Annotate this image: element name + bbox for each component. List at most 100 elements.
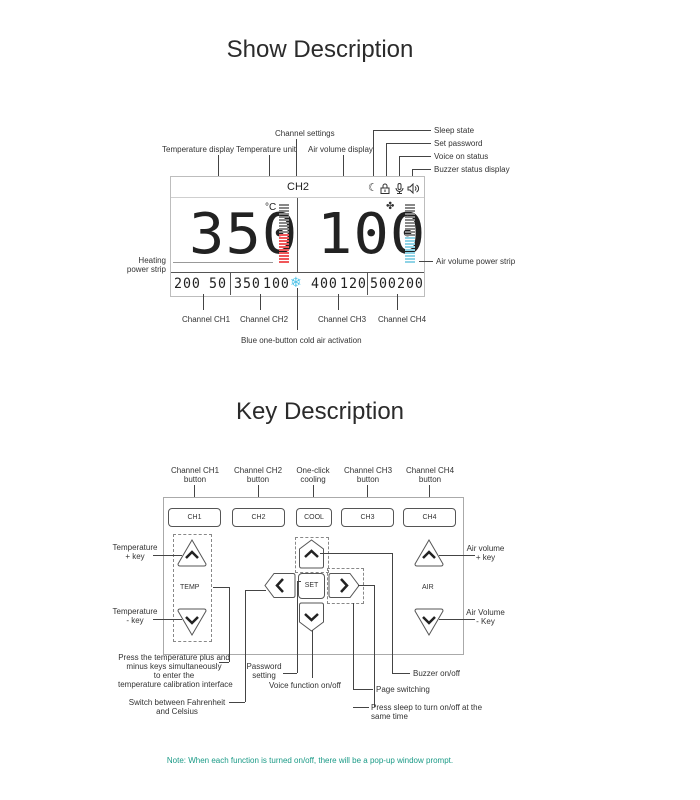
ch2-temp: 350 [234, 276, 261, 292]
leader-line [219, 662, 229, 663]
leader-line [358, 585, 374, 586]
label-set-password: Set password [434, 139, 483, 148]
note-text: Note: When each function is turned on/of… [166, 756, 454, 765]
sleep-icon: ☾ [368, 182, 378, 194]
leader-line [419, 261, 433, 262]
right-key[interactable] [328, 572, 360, 599]
leader-line [439, 619, 475, 620]
leader-line [229, 702, 245, 703]
leader-line [412, 169, 431, 170]
label-channel-settings: Channel settings [275, 129, 335, 138]
leader-line [399, 156, 400, 180]
leader-line [203, 294, 204, 310]
divider [171, 197, 424, 198]
right-key-group [327, 568, 364, 604]
lcd-display-panel: CH2 ☾ 350 °C 100 ✤ 200 50 350 100 ❄ 400 … [170, 176, 425, 297]
air-minus-key[interactable] [413, 607, 445, 637]
label-voice-function: Voice function on/off [269, 681, 341, 690]
label-fahrenheit: Switch between Fahrenheit and Celsius [128, 698, 226, 716]
fan-icon: ✤ [386, 201, 395, 212]
label-buzzer: Buzzer on/off [413, 669, 460, 678]
ch2-air: 100 [263, 276, 290, 292]
left-key[interactable] [264, 572, 296, 599]
ch4-button[interactable]: CH4 [403, 508, 456, 527]
air-plus-key[interactable] [413, 538, 445, 568]
ch3-air: 120 [340, 276, 367, 292]
label-voice-on-status: Voice on status [434, 152, 489, 161]
leader-line [296, 139, 297, 178]
leader-line [373, 130, 374, 180]
snowflake-icon: ❄ [290, 274, 302, 290]
ch1-button[interactable]: CH1 [168, 508, 221, 527]
leader-line [392, 673, 410, 674]
leader-line [429, 485, 430, 508]
down-key[interactable] [298, 602, 325, 632]
label-page-switching: Page switching [376, 685, 430, 694]
label-sleep: Press sleep to turn on/off at the same t… [371, 703, 483, 721]
temp-underline [173, 262, 273, 263]
leader-line [194, 485, 195, 508]
ch1-air: 50 [209, 276, 227, 292]
label-channel-ch2: Channel CH2 [240, 315, 289, 324]
leader-line [439, 555, 475, 556]
ch4-air: 200 [397, 276, 424, 292]
leader-line [245, 590, 266, 591]
ch2-button[interactable]: CH2 [232, 508, 285, 527]
lock-icon [380, 183, 390, 197]
divider [367, 273, 368, 295]
label-calibration: Press the temperature plus and minus key… [118, 653, 233, 689]
label-temp-plus: Temperature+ key [112, 543, 158, 561]
current-channel: CH2 [287, 181, 310, 193]
label-temp-minus: Temperature- key [112, 607, 158, 625]
leader-line [353, 603, 354, 689]
air-label: AIR [422, 584, 434, 591]
leader-line [153, 619, 182, 620]
center-divider [297, 198, 298, 272]
label-buzzer-status: Buzzer status display [434, 165, 510, 174]
leader-line [153, 555, 182, 556]
bottom-divider [171, 272, 424, 273]
leader-line [297, 581, 301, 582]
leader-line [297, 288, 298, 330]
leader-line [373, 130, 431, 131]
up-key[interactable] [298, 539, 325, 569]
up-key-group [295, 537, 329, 573]
leader-line [320, 553, 392, 554]
temp-plus-key[interactable] [176, 538, 208, 568]
cool-button[interactable]: COOL [296, 508, 332, 527]
leader-line [386, 143, 431, 144]
temp-key-group [173, 534, 212, 642]
ch3-button[interactable]: CH3 [341, 508, 394, 527]
leader-line [386, 143, 387, 180]
leader-line [392, 553, 393, 673]
label-temperature-display: Temperature display [162, 145, 235, 154]
label-air-minus: Air Volume- Key [466, 608, 505, 626]
key-description-title: Key Description [235, 398, 405, 425]
show-description-title: Show Description [226, 36, 414, 63]
leader-line [258, 485, 259, 508]
label-heating-power-strip: Heating power strip [126, 256, 166, 274]
set-button[interactable]: SET [298, 573, 325, 599]
leader-line [374, 585, 375, 707]
leader-line [245, 590, 246, 702]
leader-line [213, 587, 229, 588]
leader-line [313, 485, 314, 508]
leader-line [283, 673, 297, 674]
label-password-setting: Password setting [246, 662, 282, 680]
label-air-volume-display: Air volume display [308, 145, 373, 154]
microphone-icon [395, 183, 404, 197]
leader-line [353, 689, 373, 690]
label-cold-air: Blue one-button cold air activation [241, 336, 362, 345]
temp-minus-key[interactable] [176, 607, 208, 637]
label-channel-ch3: Channel CH3 [318, 315, 367, 324]
label-temperature-unit: Temperature unit [236, 145, 297, 154]
ch1-temp: 200 [174, 276, 201, 292]
temperature-unit: °C [265, 202, 277, 213]
leader-line [399, 156, 431, 157]
label-channel-ch1: Channel CH1 [182, 315, 231, 324]
label-sleep-state: Sleep state [434, 126, 475, 135]
